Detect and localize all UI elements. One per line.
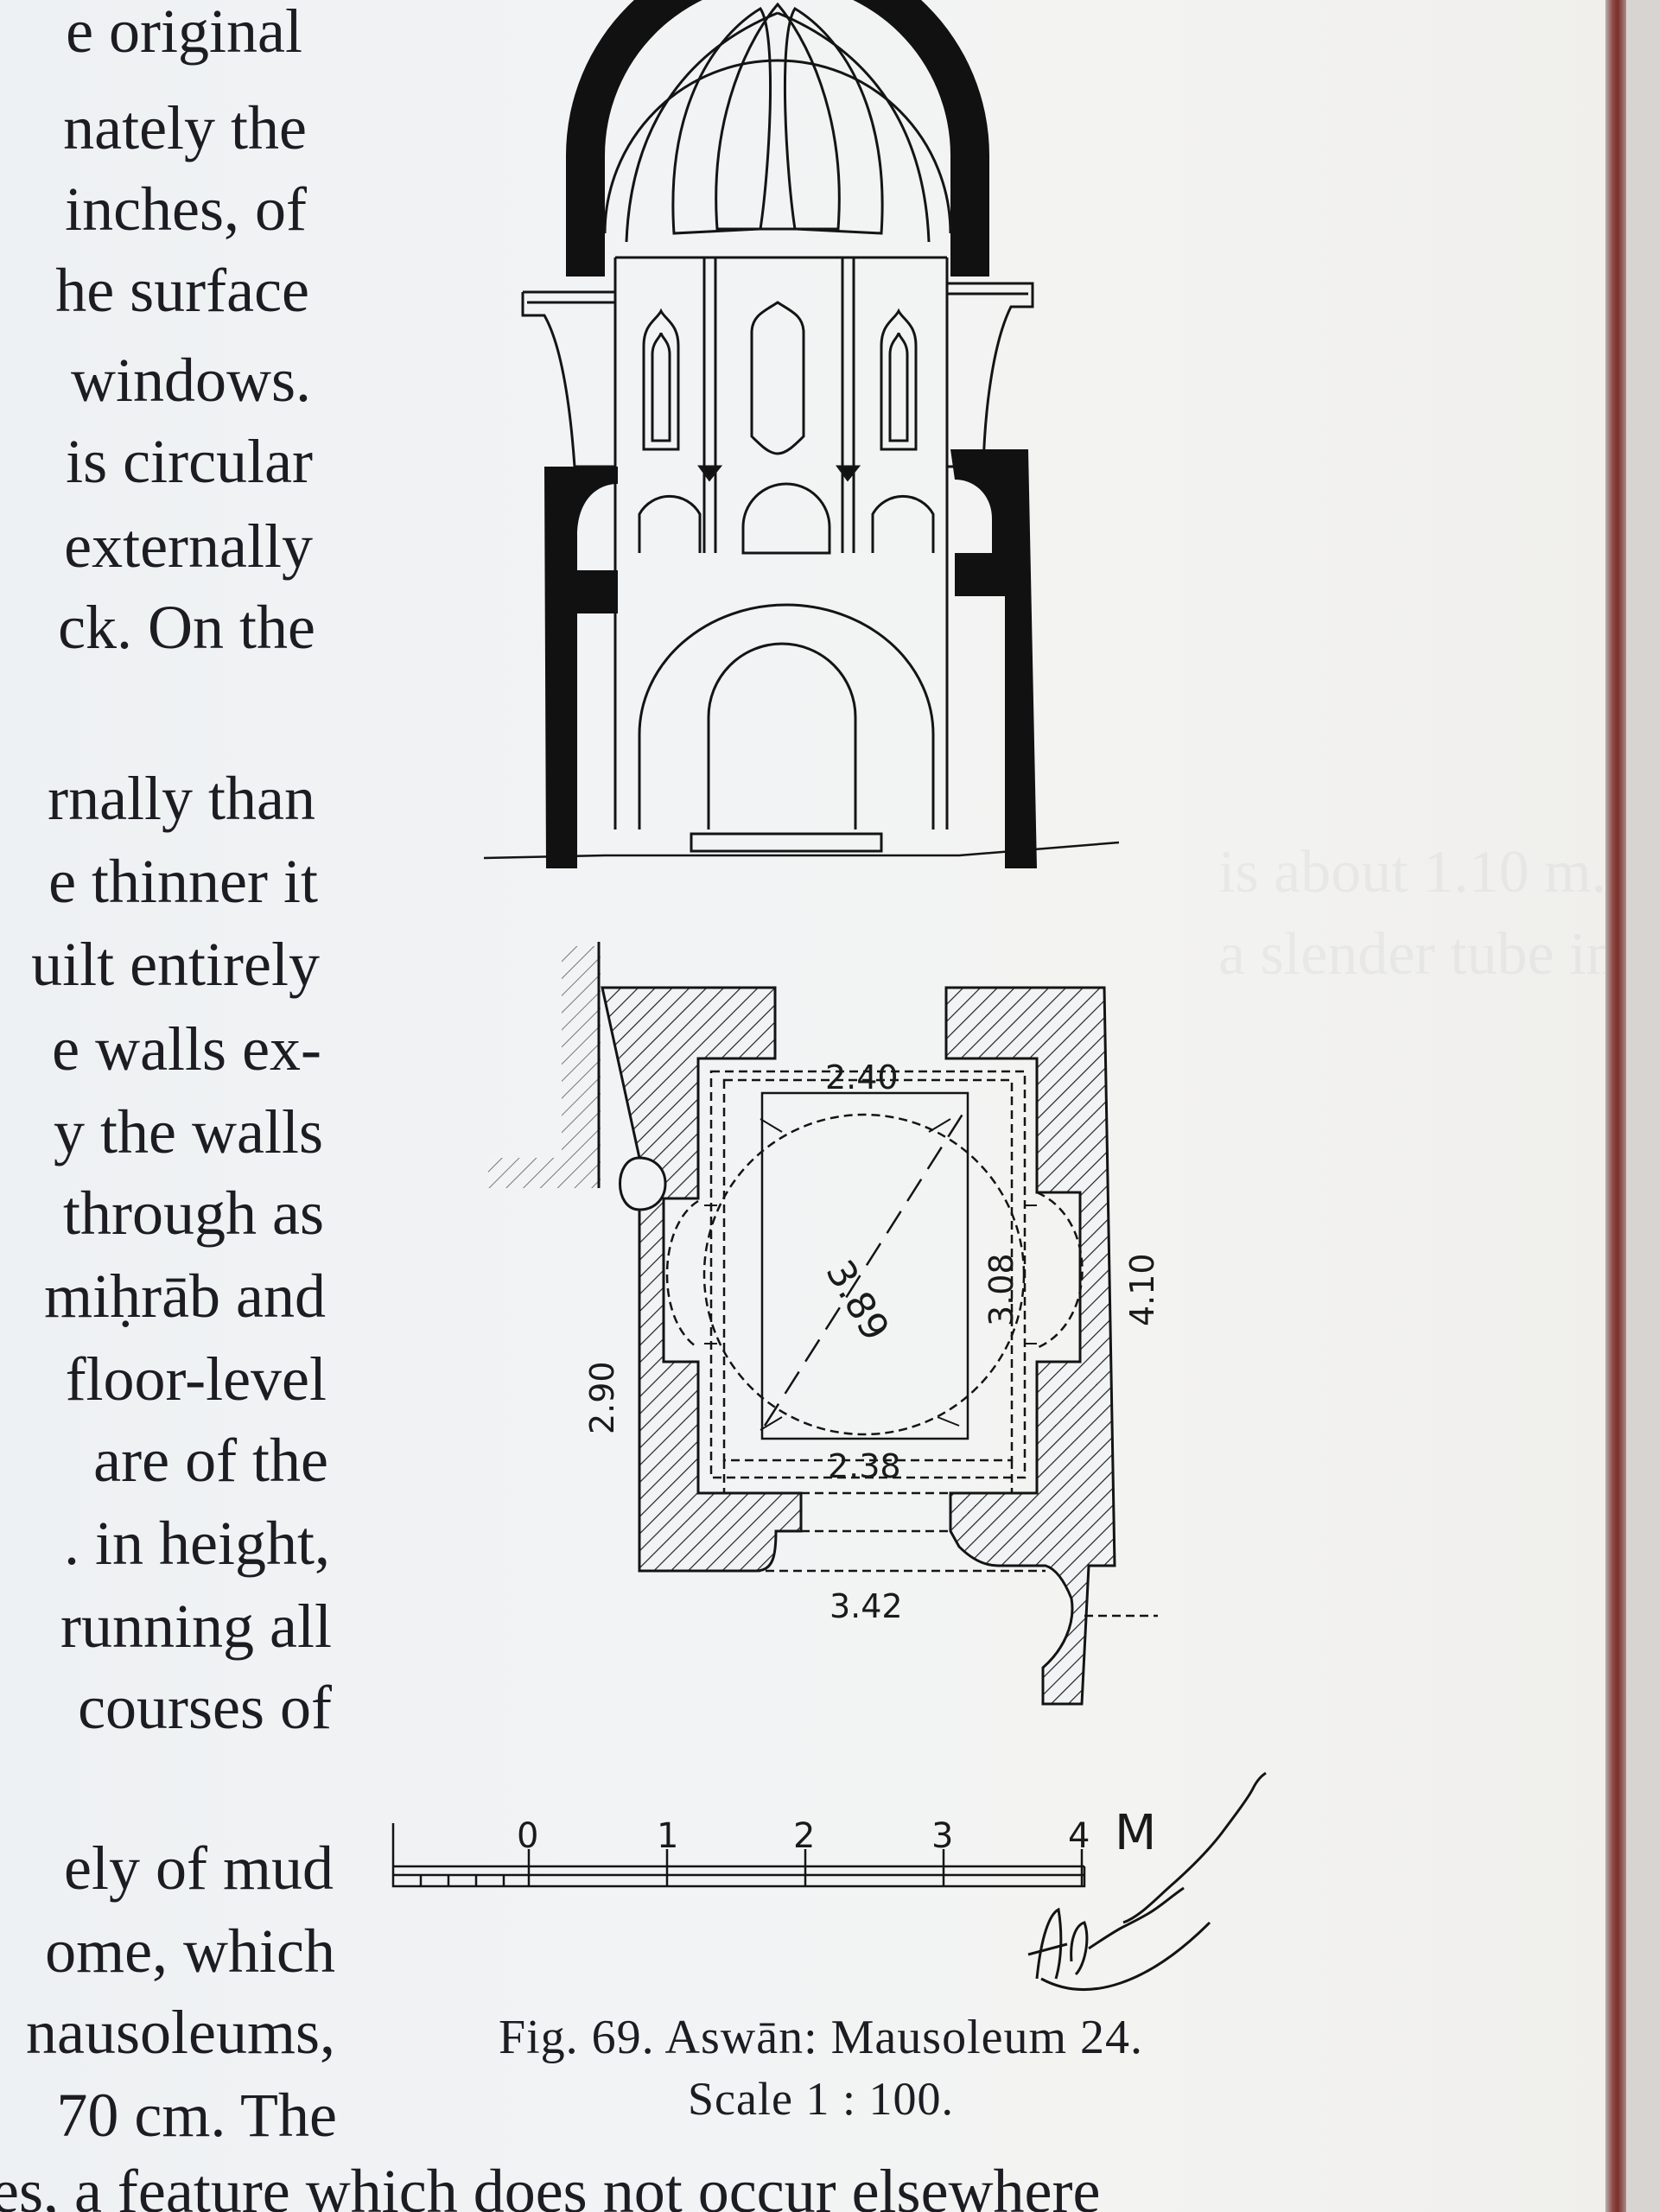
section-drawing [483,0,1120,868]
text-line: are of the [93,1426,328,1495]
text-line: ome, which [45,1916,335,1986]
text-line: ck. On the [58,593,315,662]
dim-left-side: 2.90 [583,1361,621,1434]
text-line: 70 cm. The [56,2081,337,2150]
text-line: externally [64,512,313,581]
text-line: through as [63,1179,324,1248]
text-line: ely of mud [64,1834,334,1903]
background-margin [1626,0,1659,2212]
figure-caption: Fig. 69. Aswān: Mausoleum 24. [498,2011,1144,2064]
text-line: inches, of [65,175,307,244]
text-line: running all [60,1592,332,1661]
plan-drawing [488,942,1158,1706]
text-line-bottom: es, a feature which does not occur elsew… [0,2157,1101,2212]
text-line: nately the [63,93,307,162]
text-line: courses of [78,1673,332,1742]
scale-bar [391,1823,1086,1888]
dim-inner-length: 3.08 [982,1253,1020,1326]
text-line: windows. [70,346,311,415]
dim-diagonal: 3.89 [817,1253,897,1348]
text-line: uilt entirely [31,930,320,999]
dim-top-width: 2.40 [825,1058,899,1096]
text-line: e walls ex- [52,1014,321,1084]
dim-bottom-width: 2.38 [828,1447,901,1485]
book-spine-edge [1605,0,1626,2212]
text-line: e original [66,0,302,66]
text-line: rnally than [48,764,315,833]
artist-signature [1027,1771,1267,1991]
dim-outer-length: 4.10 [1123,1253,1161,1326]
mausoleum-drawing: 2.40 3.89 3.08 4.10 2.90 2.38 3.42 0 1 2… [391,0,1267,1991]
text-line: miḥrāb and [44,1262,326,1331]
scale-label-4: 4 [1068,1816,1090,1856]
text-line: y the walls [54,1097,323,1166]
body-text-column: e original nately the inches, of he surf… [0,0,337,2212]
scale-label-3: 3 [931,1816,953,1856]
book-page: is about 1.10 m. in radius. The a slende… [0,0,1616,2212]
scale-unit: M [1115,1805,1156,1861]
dim-entrance-width: 3.42 [830,1587,903,1625]
text-line: . in height, [64,1509,330,1578]
text-line: e thinner it [48,847,318,916]
show-through-text-1: is about 1.10 m. in radius. The [1218,842,1616,903]
text-line: he surface [55,256,309,325]
scale-label-1: 1 [657,1816,678,1856]
scale-label-2: 2 [793,1816,815,1856]
text-line: nausoleums, [26,1998,335,2067]
figure-scale-note: Scale 1 : 100. [688,2073,954,2125]
scale-label-0: 0 [517,1816,538,1856]
show-through-text-2: a slender tube in scale, which appears [1218,925,1616,985]
text-line: is circular [66,427,313,496]
text-line: floor-level [65,1344,327,1414]
